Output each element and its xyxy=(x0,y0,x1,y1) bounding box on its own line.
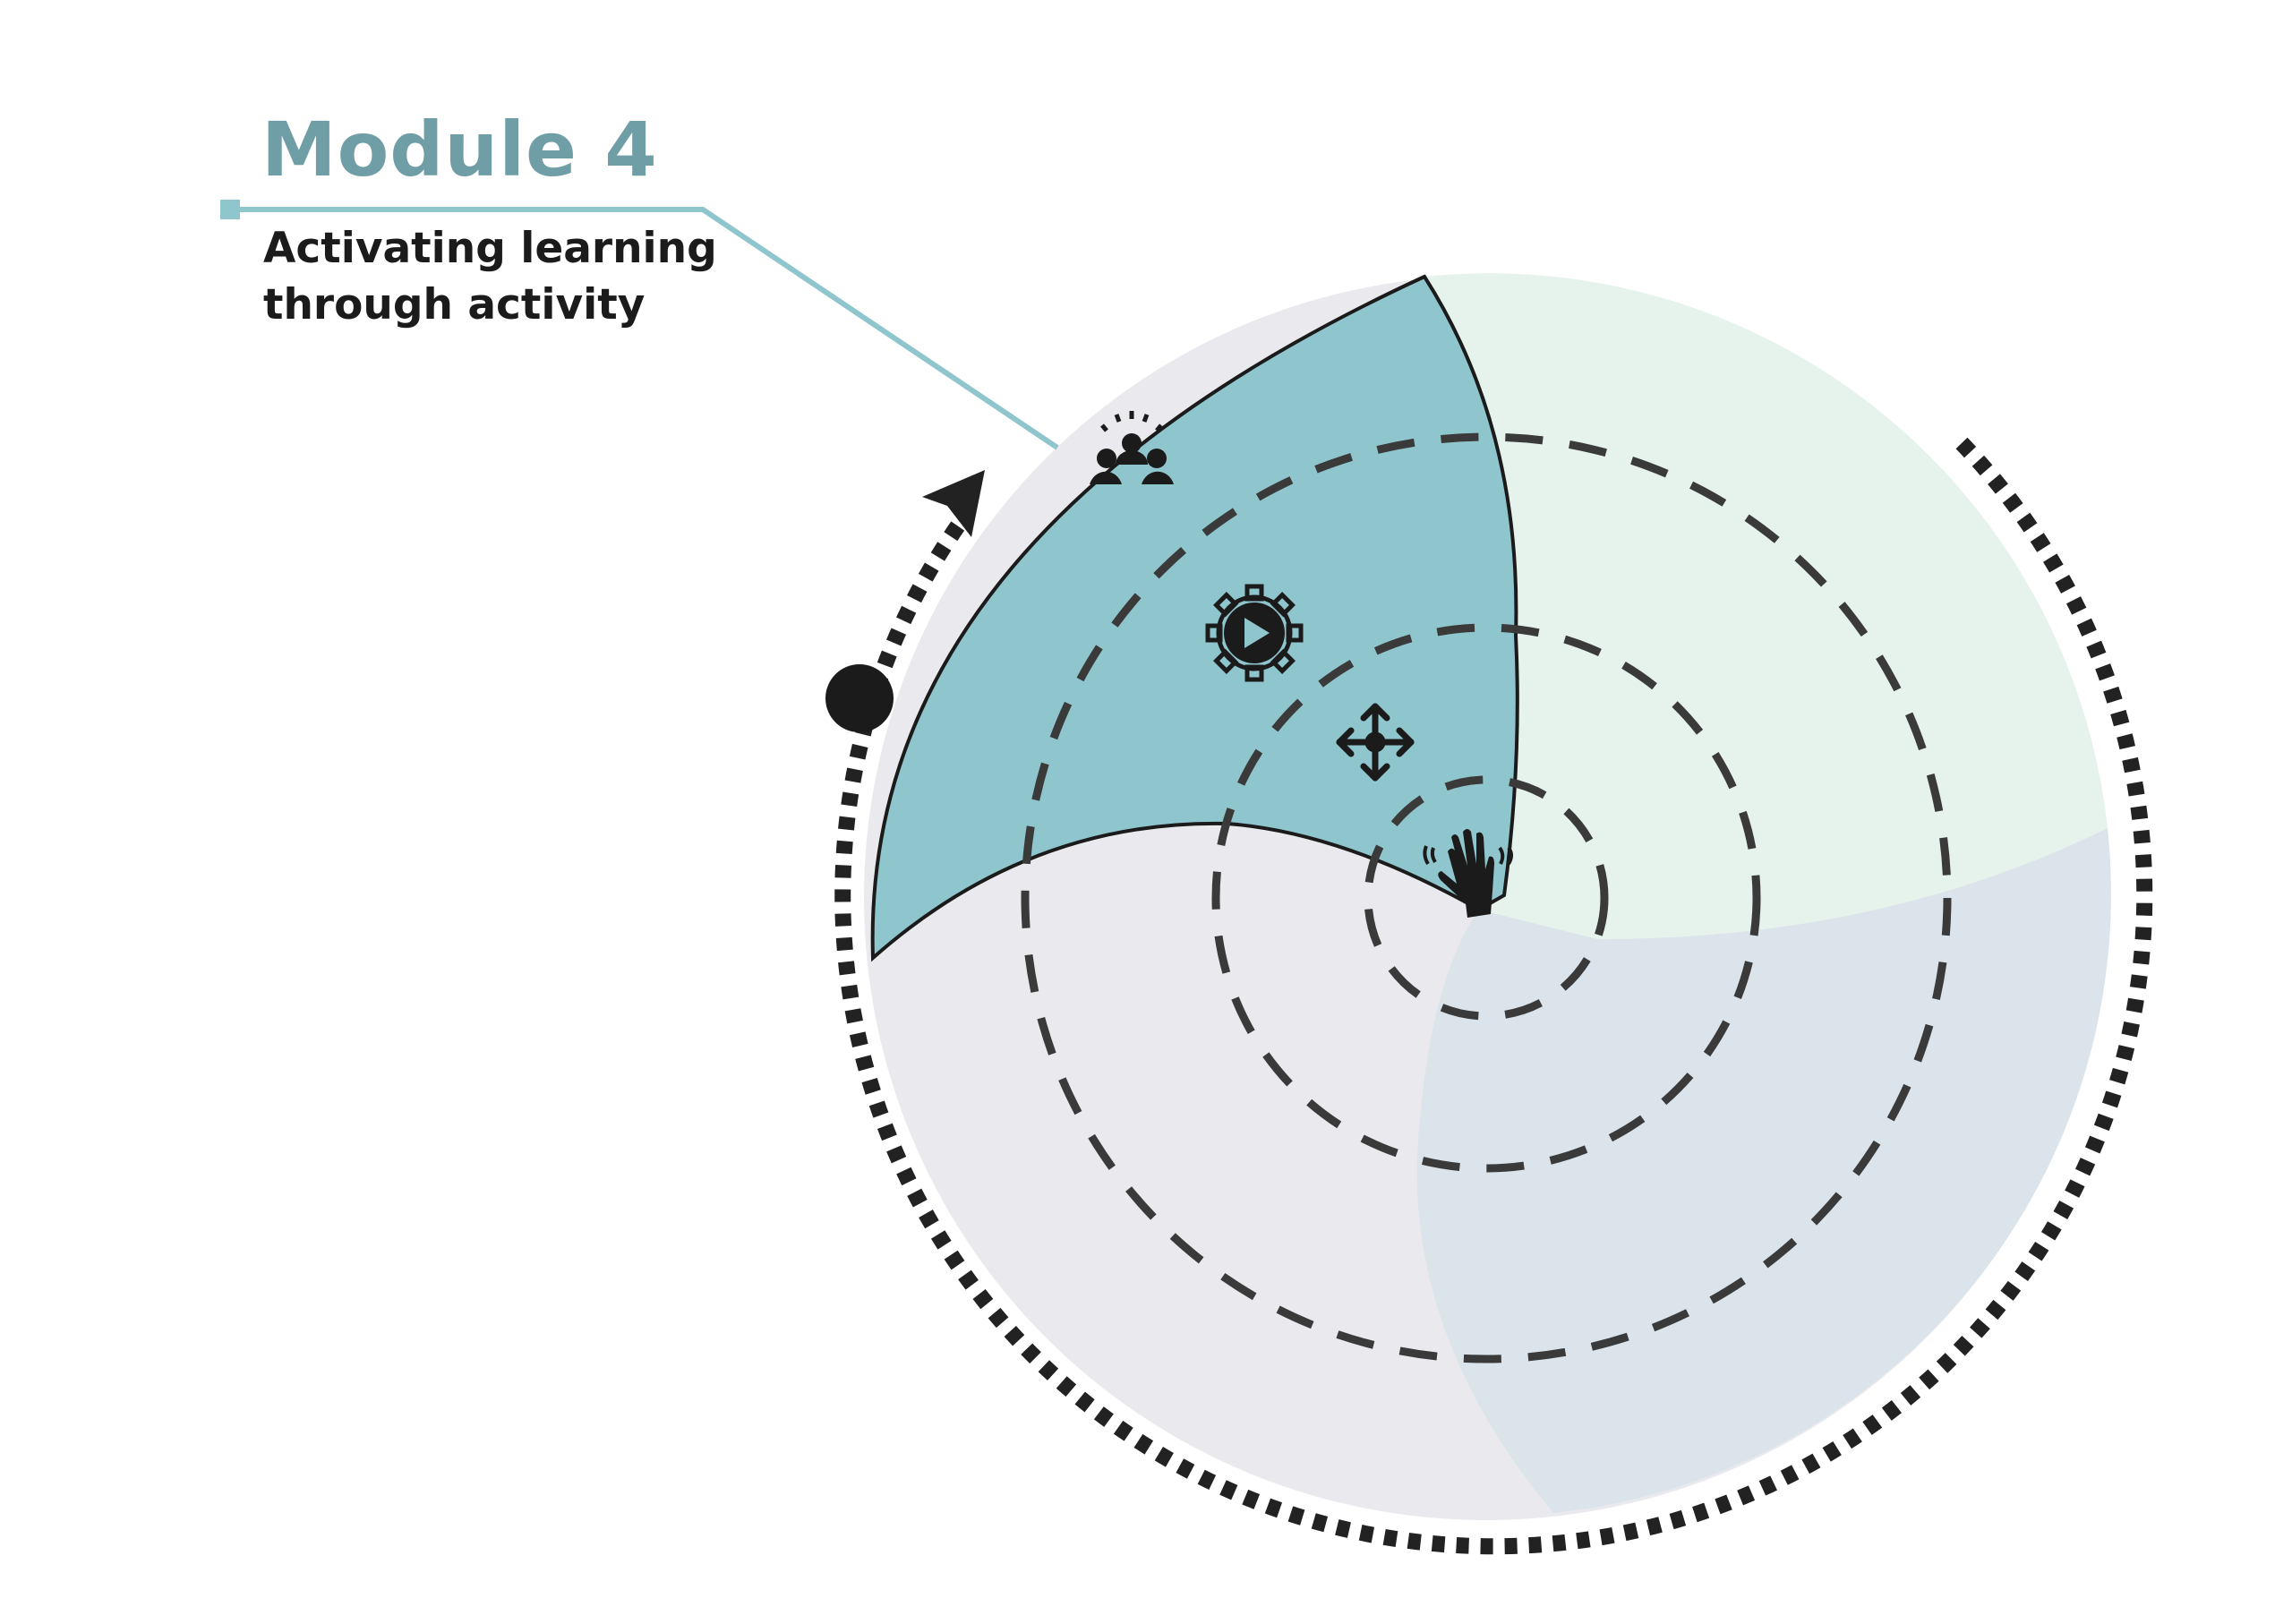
gear-tooth xyxy=(1244,584,1264,602)
sector-mint xyxy=(1424,273,2108,940)
progress-marker-dot xyxy=(825,664,894,732)
gear-tooth xyxy=(1270,592,1296,618)
move-arrows-icon xyxy=(1336,703,1415,782)
module-subtitle-line-2: through activity xyxy=(263,280,646,329)
gear-tooth xyxy=(1286,623,1304,643)
people-group-icon xyxy=(1090,411,1174,484)
leader-line xyxy=(233,207,1059,450)
leader-line-end-square xyxy=(220,200,240,219)
ring-inner xyxy=(1364,775,1609,1021)
gear-tooth xyxy=(1270,648,1296,674)
ring-middle xyxy=(1211,623,1761,1173)
progress-dotted-ring xyxy=(834,437,2153,1555)
waving-hand-icon xyxy=(1423,829,1513,918)
gear-tooth xyxy=(1213,592,1239,618)
progress-arrowhead-icon xyxy=(922,470,985,537)
gear-play-icon xyxy=(1205,584,1304,682)
sector-teal-module-4[interactable] xyxy=(870,274,1519,962)
gear-tooth xyxy=(1244,664,1264,682)
module-subtitle: Activating learning through activity xyxy=(263,220,717,333)
sector-blue xyxy=(1416,828,2111,1513)
module-title: Module 4 xyxy=(261,106,658,193)
module-subtitle-line-1: Activating learning xyxy=(263,224,717,273)
gear-tooth xyxy=(1213,648,1239,674)
gear-tooth xyxy=(1205,623,1223,643)
ring-outer xyxy=(1021,432,1952,1363)
